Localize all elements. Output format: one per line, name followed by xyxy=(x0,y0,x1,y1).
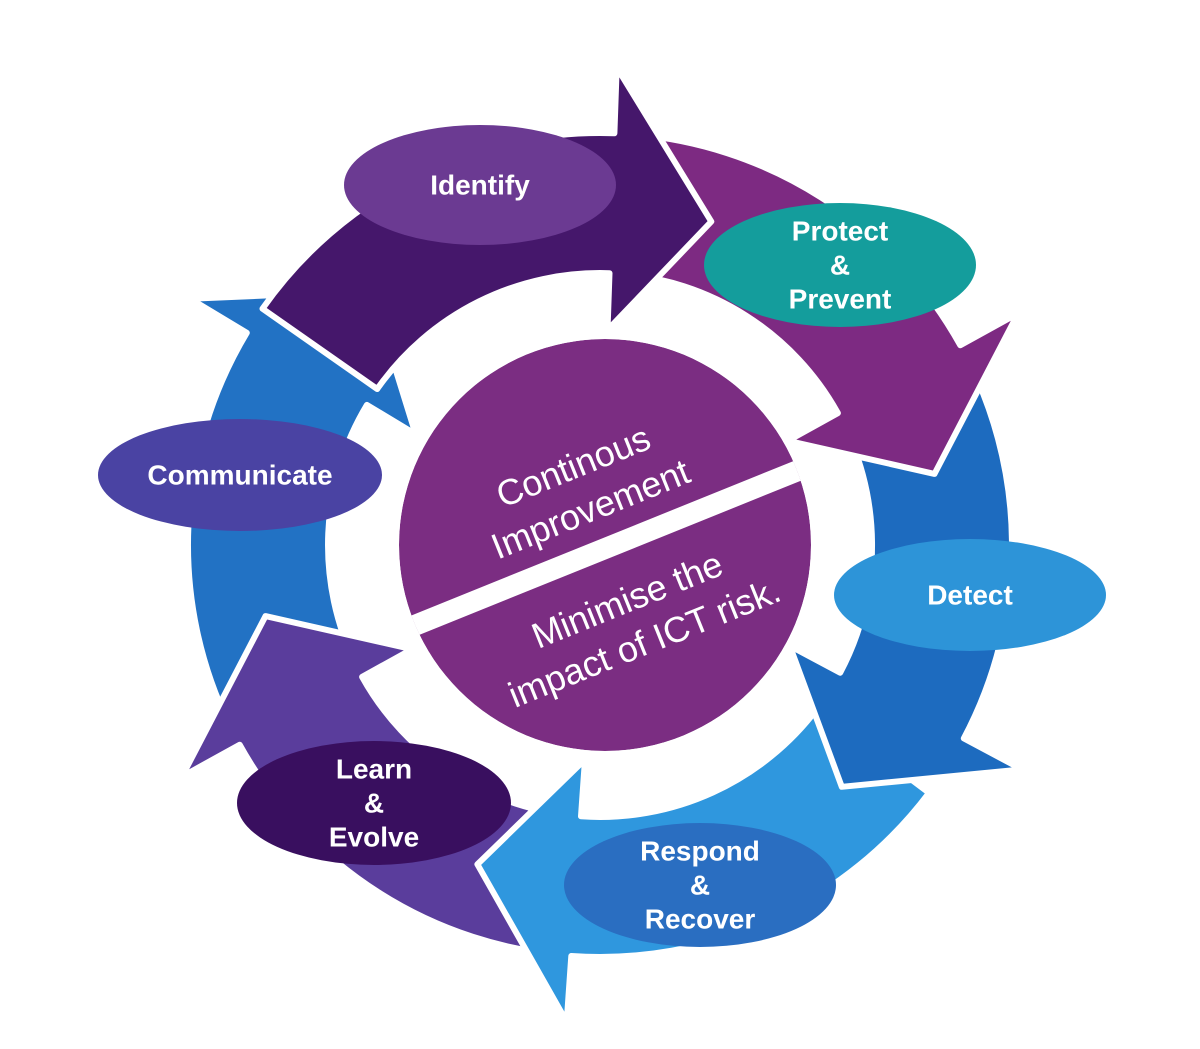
node-label-prevent: Prevent xyxy=(789,284,892,315)
node-label-detect: Detect xyxy=(927,580,1013,611)
node-respond-recover: Respond & Recover xyxy=(564,823,836,947)
node-ellipse-respond-recover xyxy=(564,823,836,947)
node-protect-prevent: Protect & Prevent xyxy=(704,203,976,327)
node-label-protect-amp: & xyxy=(830,250,850,281)
node-label-learn: Learn xyxy=(336,754,412,785)
node-label-communicate: Communicate xyxy=(147,460,332,491)
node-ellipse-detect xyxy=(834,539,1106,651)
node-detect: Detect xyxy=(834,539,1106,651)
node-label-respond-amp: & xyxy=(690,870,710,901)
node-label-learn-amp: & xyxy=(364,788,384,819)
node-communicate: Communicate xyxy=(98,419,382,531)
center-divider xyxy=(399,441,811,656)
node-ellipse-learn-evolve xyxy=(237,741,511,865)
node-label-protect: Protect xyxy=(792,216,888,247)
node-label-recover: Recover xyxy=(645,904,756,935)
node-ellipse-communicate xyxy=(98,419,382,531)
node-label-respond: Respond xyxy=(640,836,760,867)
center-group: Continous Improvement Minimise the impac… xyxy=(399,339,811,751)
node-ellipse-identify xyxy=(344,125,616,245)
node-learn-evolve: Learn & Evolve xyxy=(237,741,511,865)
node-label-identify: Identify xyxy=(430,170,530,201)
node-identify: Identify xyxy=(344,125,616,245)
node-label-evolve: Evolve xyxy=(329,822,419,853)
node-ellipse-protect-prevent xyxy=(704,203,976,327)
